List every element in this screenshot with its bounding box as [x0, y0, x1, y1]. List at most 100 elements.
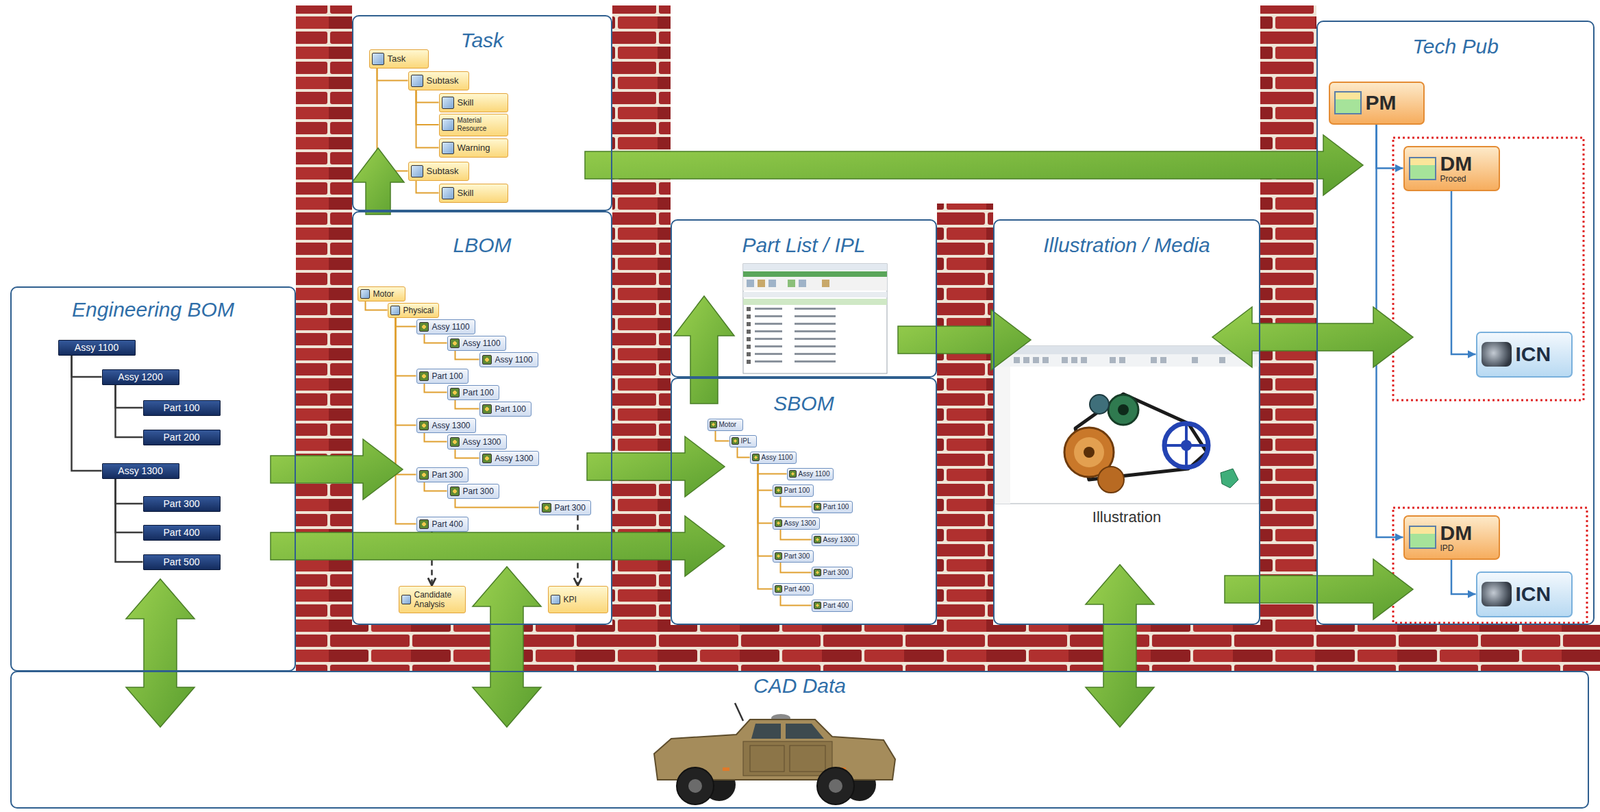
task-node: Task [369, 49, 429, 69]
panel: Tech PubPM DMProcedICN DMIPD ICN [1316, 20, 1595, 625]
doc-module-box: PM [1328, 81, 1425, 125]
tree-line [455, 400, 480, 409]
tree-line [395, 317, 417, 327]
bom-item: Assy 1100 [58, 339, 136, 356]
doc-module-box: DMIPD [1403, 515, 1500, 560]
bom-item: Part 500 [143, 554, 221, 570]
lbom-item: Candidate Analysis [398, 585, 466, 614]
box-label: Subtask [426, 165, 459, 177]
tree-line [365, 301, 388, 311]
box-label: Part 400 [163, 526, 200, 538]
tree-line [424, 432, 448, 442]
item-icon [450, 338, 460, 348]
sbom-item: Assy 1300 [811, 533, 860, 546]
label-group: ICN [1515, 343, 1552, 366]
tree-line [395, 317, 417, 426]
tree-line [395, 317, 417, 524]
tree-line [115, 384, 144, 409]
item-icon [441, 141, 455, 155]
item-icon [419, 420, 429, 431]
illustration-screenshot [995, 345, 1259, 504]
item-icon [441, 118, 455, 131]
item-icon [774, 552, 783, 560]
tree-line [737, 447, 750, 458]
panel: SBOMMotorIPLAssy 1100Assy 1100Part 100Pa… [670, 377, 937, 625]
brick-pillar [1260, 5, 1317, 625]
link-arrow [1451, 559, 1477, 595]
sbom-item: Assy 1100 [786, 467, 835, 481]
box-label: Part 100 [163, 402, 200, 414]
item-icon [410, 74, 424, 87]
box-label: KPI [563, 594, 577, 605]
lbom-item: Assy 1100 [479, 352, 539, 368]
tree-line [115, 384, 144, 438]
panel-title: SBOM [671, 391, 936, 416]
box-label: DM [1440, 152, 1473, 175]
item-icon [410, 165, 424, 178]
link-arrow [1451, 191, 1477, 355]
tree-line [424, 482, 448, 492]
item-icon [450, 486, 460, 496]
box-label: ICN [1515, 343, 1552, 366]
tree-line [758, 463, 773, 491]
vehicle [654, 702, 896, 805]
tree-line [71, 355, 103, 472]
lbom-item: Part 300 [416, 467, 469, 483]
item-icon [419, 519, 429, 529]
tree-line [395, 317, 417, 377]
icn-box: ICN [1476, 331, 1573, 378]
flow-arrow [1224, 558, 1414, 620]
label-group: DMIPD [1440, 521, 1473, 553]
tree-line [455, 498, 540, 508]
panel: Part List / IPL [670, 219, 937, 378]
box-label: Assy 1100 [761, 453, 794, 461]
box-label: Assy 1300 [463, 436, 502, 447]
item-icon [482, 453, 492, 464]
task-node: Subtask [408, 161, 470, 181]
brick-pillar [936, 203, 994, 625]
dotted-group [1393, 507, 1587, 623]
tree-line [115, 478, 144, 533]
item-icon [482, 404, 492, 414]
tree-line [395, 317, 417, 475]
box-label: Part 200 [163, 431, 200, 443]
panel-title: Tech Pub [1317, 34, 1594, 59]
tree-line [416, 180, 440, 194]
sbom-item: Motor [707, 418, 744, 431]
box-label: Part 300 [823, 568, 850, 577]
box-label: Physical [403, 305, 435, 316]
box-label: Part 100 [784, 486, 811, 494]
tree-line [758, 463, 773, 590]
box-label: Part 100 [823, 502, 850, 511]
tree-line [780, 496, 812, 507]
lbom-item: Assy 1300 [447, 434, 507, 450]
document-icon [1408, 156, 1437, 181]
panel: Engineering BOMAssy 1100Assy 1200Part 10… [10, 286, 296, 672]
tree-line [115, 478, 144, 505]
label-group: ICN [1515, 582, 1552, 605]
panel: LBOMMotorPhysicalAssy 1100Assy 1100Assy … [352, 210, 613, 625]
box-label: Assy 1100 [463, 338, 501, 348]
lbom-item: Part 300 [539, 500, 592, 516]
tree-line [377, 68, 409, 81]
task-node: Warning [439, 138, 509, 158]
label-group: PM [1365, 91, 1397, 114]
bom-item: Assy 1300 [102, 463, 180, 479]
box-label: Assy 1300 [784, 519, 817, 527]
sbom-item: Assy 1300 [772, 517, 821, 530]
flow-arrow [1212, 306, 1414, 368]
panel: TaskTaskSubtaskSkillMaterial ResourceWar… [352, 15, 613, 211]
box-label: Assy 1100 [74, 341, 119, 353]
box-label: Part 100 [463, 387, 494, 398]
lbom-item: Part 100 [416, 368, 469, 384]
box-label: Part 300 [784, 552, 811, 560]
item-icon [450, 387, 460, 398]
box-label: Subtask [426, 75, 459, 86]
lbom-item: Physical [387, 302, 440, 318]
box-label: DM [1440, 521, 1473, 544]
panel-title: LBOM [353, 232, 611, 258]
item-icon [731, 436, 740, 445]
label-group: DMProced [1440, 152, 1473, 184]
box-label: Part 300 [554, 502, 586, 513]
item-icon [774, 486, 783, 494]
